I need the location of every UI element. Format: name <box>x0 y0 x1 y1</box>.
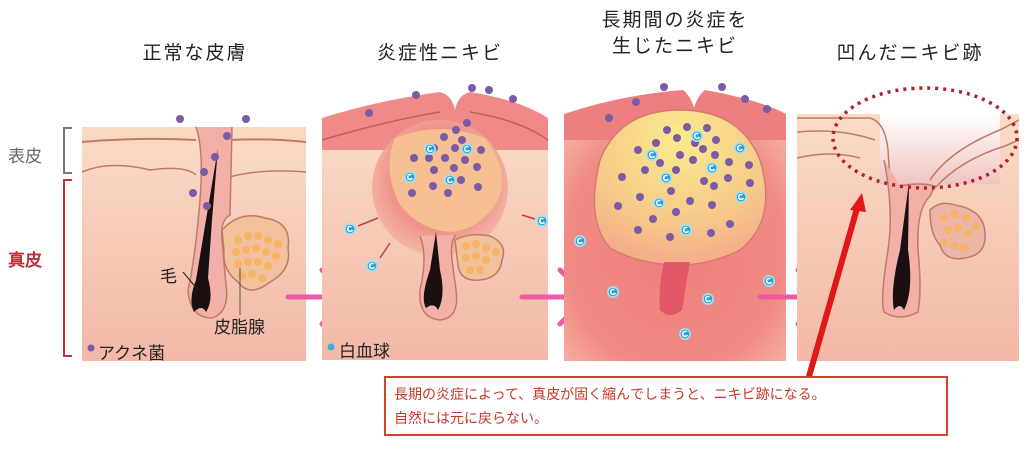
panel4-title: 凹んだニキビ跡 <box>836 42 984 64</box>
callout-line-1: 長期の炎症によって、真皮が固く縮んでしまうと、ニキビ跡になる。 <box>394 387 826 403</box>
hair-label: 毛 <box>160 267 177 287</box>
epidermis-label: 表皮 <box>8 147 42 167</box>
epidermis-bracket <box>63 127 72 174</box>
panel2-title: 炎症性ニキビ <box>376 42 503 64</box>
panel4-depressed-scar <box>796 86 1020 361</box>
dermis-bracket <box>63 179 72 357</box>
panel1-normal-skin <box>81 115 307 361</box>
acne-bacteria-label: アクネ菌 <box>98 344 166 364</box>
explanation-callout: 長期の炎症によって、真皮が固く縮んでしまうと、ニキビ跡になる。 自然には元に戻ら… <box>384 376 948 436</box>
panel3-title-line2: 生じたニキビ <box>611 35 738 57</box>
callout-line-2: 自然には元に戻らない。 <box>394 411 548 427</box>
sebaceous-gland-label: 皮脂腺 <box>214 318 265 338</box>
dermis-label: 真皮 <box>8 251 42 271</box>
panel3-prolonged-acne <box>564 83 786 361</box>
panel2-inflammatory-acne <box>321 84 549 360</box>
white-blood-cell-label: 白血球 <box>339 342 390 362</box>
scar-highlight-circle <box>831 86 1019 190</box>
red-pointer-arrow <box>805 193 866 381</box>
panel3-title-line1: 長期間の炎症を <box>601 9 749 31</box>
panel1-title: 正常な皮膚 <box>142 42 248 64</box>
